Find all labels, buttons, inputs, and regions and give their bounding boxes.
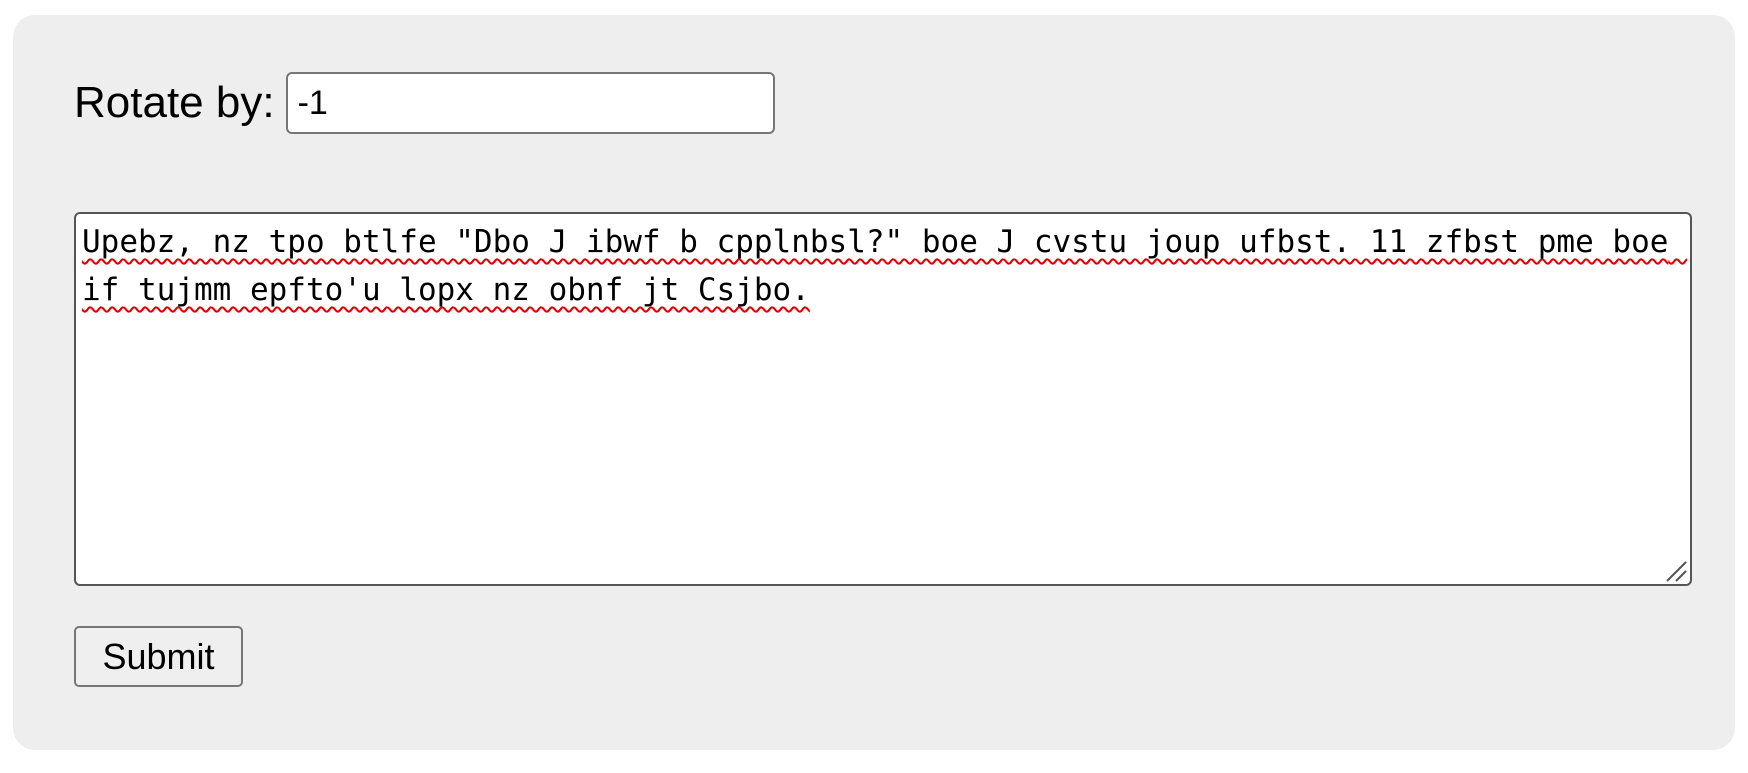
rotate-input[interactable] <box>285 72 775 134</box>
submit-button[interactable]: Submit <box>74 626 243 687</box>
rotate-label: Rotate by: <box>74 78 275 127</box>
rotate-row: Rotate by: <box>74 72 775 134</box>
message-textarea[interactable]: Upebz, nz tpo btlfe "Dbo J ibwf b cpplnb… <box>74 212 1692 586</box>
resize-grip-icon[interactable] <box>1665 560 1687 582</box>
form-panel: Rotate by: Upebz, nz tpo btlfe "Dbo J ib… <box>13 15 1735 750</box>
